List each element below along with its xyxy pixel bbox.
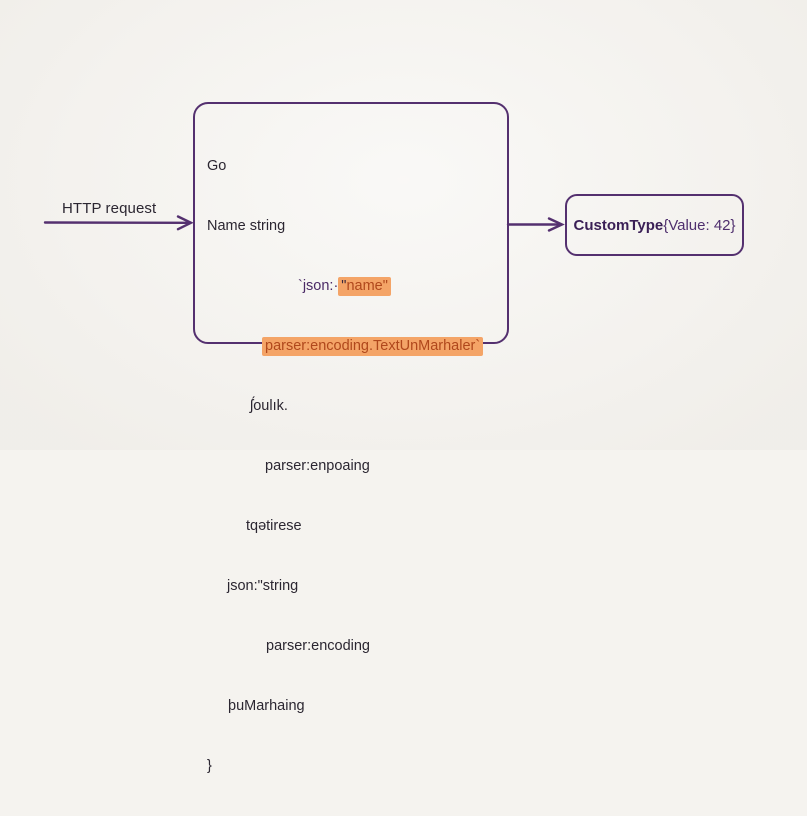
code-line-json-tag: `json:·"name" (298, 276, 507, 296)
json-tag-open-quote: " (341, 278, 347, 294)
diagram-canvas: HTTP request Go Name string `json:·"name… (0, 0, 807, 774)
json-tag-highlight: "name" (338, 277, 391, 296)
code-lines: Go Name string `json:·"name" parser:enco… (195, 104, 507, 816)
code-line-go: Go (207, 158, 227, 174)
code-line-parser-enpoaing: parser:enpoaing (265, 458, 370, 474)
output-type-name: CustomType (573, 216, 664, 234)
json-tag-prefix: `json:· (298, 278, 339, 294)
parser-tag-highlight: parser:encoding.TextUnMarhaler` (262, 337, 484, 356)
output-value-text: {Value: 42} (663, 216, 736, 234)
code-line-tqetirese: tqətirese (246, 518, 302, 534)
output-arrow (506, 217, 565, 232)
code-box: Go Name string `json:·"name" parser:enco… (193, 102, 509, 774)
code-line-json-string: json:"string (227, 578, 299, 594)
code-line-pumarhaing: þuMarhaing (228, 698, 305, 714)
code-line-parser-encoding: parser:encoding (266, 638, 370, 654)
json-tag-name: name" (346, 278, 388, 294)
http-request-label: HTTP request (62, 200, 157, 217)
code-line-name-string: Name string (207, 218, 286, 234)
code-line-garbled1: ʃ́oulık. (250, 398, 288, 414)
output-box: CustomType{Value: 42} (565, 194, 744, 256)
code-line-parser-tag: parser:encoding.TextUnMarhaler` (262, 336, 507, 356)
http-request-arrow (43, 215, 194, 231)
code-line-closing-brace: } (207, 758, 212, 774)
